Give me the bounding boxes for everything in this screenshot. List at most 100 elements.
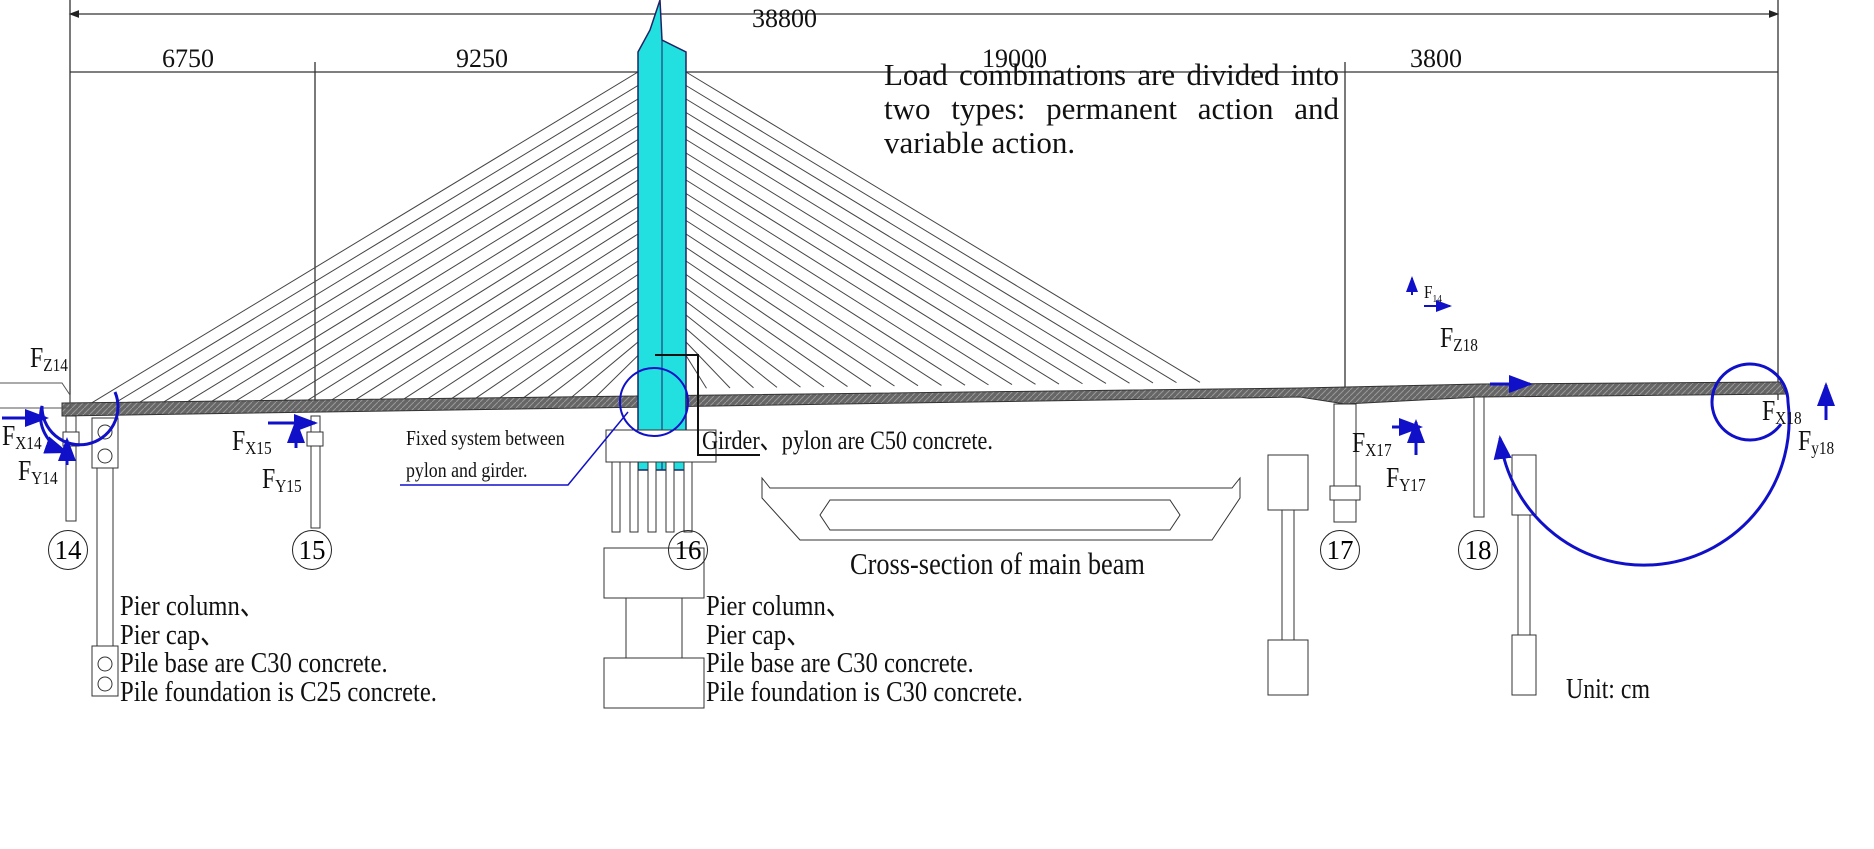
force-subscript: X17 [1365, 440, 1392, 460]
fixed-system-line2: pylon and girder. [406, 458, 528, 482]
stay-cable [91, 71, 639, 404]
stay-cable [475, 287, 639, 399]
stay-cable [499, 301, 639, 399]
force-subscript: Y14 [31, 468, 58, 488]
stay-cable [211, 139, 639, 402]
note-line: Pier cap、 [706, 618, 811, 651]
force-subscript: y18 [1811, 438, 1835, 458]
girder-note-leader [655, 354, 760, 456]
force-symbol: F [1386, 463, 1400, 494]
stay-cable [685, 233, 919, 387]
pile-group-16 [611, 461, 693, 533]
pier-label-14: 14 [48, 530, 88, 570]
stay-cable [115, 85, 639, 403]
note-line: Pier column、 [120, 590, 265, 622]
approach-span-left [0, 382, 71, 409]
main-beam-cross-section [761, 476, 1241, 541]
force-fx17: FX17 [1352, 428, 1392, 460]
stay-cable [685, 152, 1060, 385]
force-symbol: F [1762, 396, 1776, 427]
stay-cable [685, 314, 778, 388]
force-fy14: FY14 [18, 456, 58, 488]
force-fy18: Fy18 [1798, 426, 1835, 458]
stay-cable [163, 112, 639, 403]
force-subscript: Z18 [1453, 335, 1478, 355]
force-subscript: Y15 [275, 476, 302, 496]
force-arrows [2, 276, 1835, 567]
stay-cable [685, 274, 848, 387]
left-material-notes: Pier column、 Pier cap、 Pile base are C30… [120, 592, 437, 706]
force-fy15: FY15 [262, 466, 302, 496]
force-fx18: FX18 [1762, 396, 1802, 428]
stay-cable [685, 328, 754, 389]
stay-cable [259, 166, 639, 402]
stay-cable [571, 341, 639, 398]
force-symbol: F [1424, 282, 1433, 302]
stay-cable [685, 125, 1107, 384]
force-subscript: X18 [1775, 408, 1802, 428]
force-fy17: FY17 [1386, 463, 1426, 495]
stay-cable [139, 98, 639, 403]
note-line: Pile foundation is C30 concrete. [706, 675, 1023, 708]
dimension-lines [68, 0, 1780, 410]
stay-cable [595, 355, 639, 397]
stay-cable [685, 193, 989, 386]
note-line: Pile base are C30 concrete. [120, 647, 388, 679]
pier-label-16: 16 [668, 530, 708, 570]
stay-cable [685, 206, 966, 386]
force-symbol: F [1352, 428, 1366, 459]
stay-cable [685, 260, 872, 387]
center-material-notes: Pier column、 Pier cap、 Pile base are C30… [706, 592, 1023, 706]
stay-cable [235, 152, 639, 402]
pier-label-17: 17 [1320, 530, 1360, 570]
stay-cable [685, 247, 895, 387]
force-subscript: 14 [1432, 293, 1442, 305]
force-symbol: F [1440, 323, 1454, 354]
fixed-system-leader [400, 411, 629, 486]
stay-cable [379, 233, 639, 400]
dim-total: 38800 [752, 4, 817, 33]
dim-span-4: 3800 [1410, 44, 1462, 73]
note-line: Pier column、 [706, 590, 851, 622]
stay-cable [283, 179, 639, 401]
stay-cable [685, 71, 1201, 383]
dim-span-2: 9250 [456, 44, 508, 73]
stay-cable [685, 85, 1177, 384]
note-line: Pile foundation is C25 concrete. [120, 675, 437, 708]
stay-cable [331, 206, 639, 401]
stay-cable [685, 166, 1036, 385]
stay-cable [685, 355, 707, 389]
stay-cable [685, 341, 731, 389]
force-symbol: F [232, 426, 246, 457]
stay-cable [427, 260, 639, 400]
stay-cable [685, 139, 1083, 385]
force-symbol: F [1798, 426, 1812, 457]
force-fz14: FZ14 [30, 343, 68, 375]
pier-label-15: 15 [292, 530, 332, 570]
fixed-system-line1: Fixed system between [406, 426, 565, 450]
force-subscript: Z14 [43, 355, 68, 375]
force-symbol: F [30, 343, 44, 374]
load-combination-note: Load combinations are divided into two t… [884, 57, 1339, 160]
fixed-joint-marker [619, 367, 689, 437]
girder-pylon-note: Girder、pylon are C50 concrete. [702, 426, 993, 455]
force-fz18: FZ18 [1440, 323, 1478, 355]
note-line: Pile base are C30 concrete. [706, 647, 974, 679]
unit-label: Unit: cm [1566, 674, 1650, 705]
force-subscript: X15 [245, 438, 272, 458]
dim-span-3: 19000 [982, 44, 1047, 73]
force-symbol: F [2, 421, 16, 452]
force-fx15: FX15 [232, 426, 272, 458]
force-subscript: Y17 [1399, 475, 1426, 495]
stay-cable [187, 125, 639, 402]
stay-cable [685, 98, 1154, 384]
stay-cable [685, 220, 942, 386]
stay-cable [355, 220, 639, 400]
stay-cable [451, 274, 639, 399]
force-symbol: F [18, 456, 32, 487]
piers [62, 396, 1485, 529]
stay-cable [523, 314, 639, 398]
force-fx14: FX14 [2, 421, 42, 453]
